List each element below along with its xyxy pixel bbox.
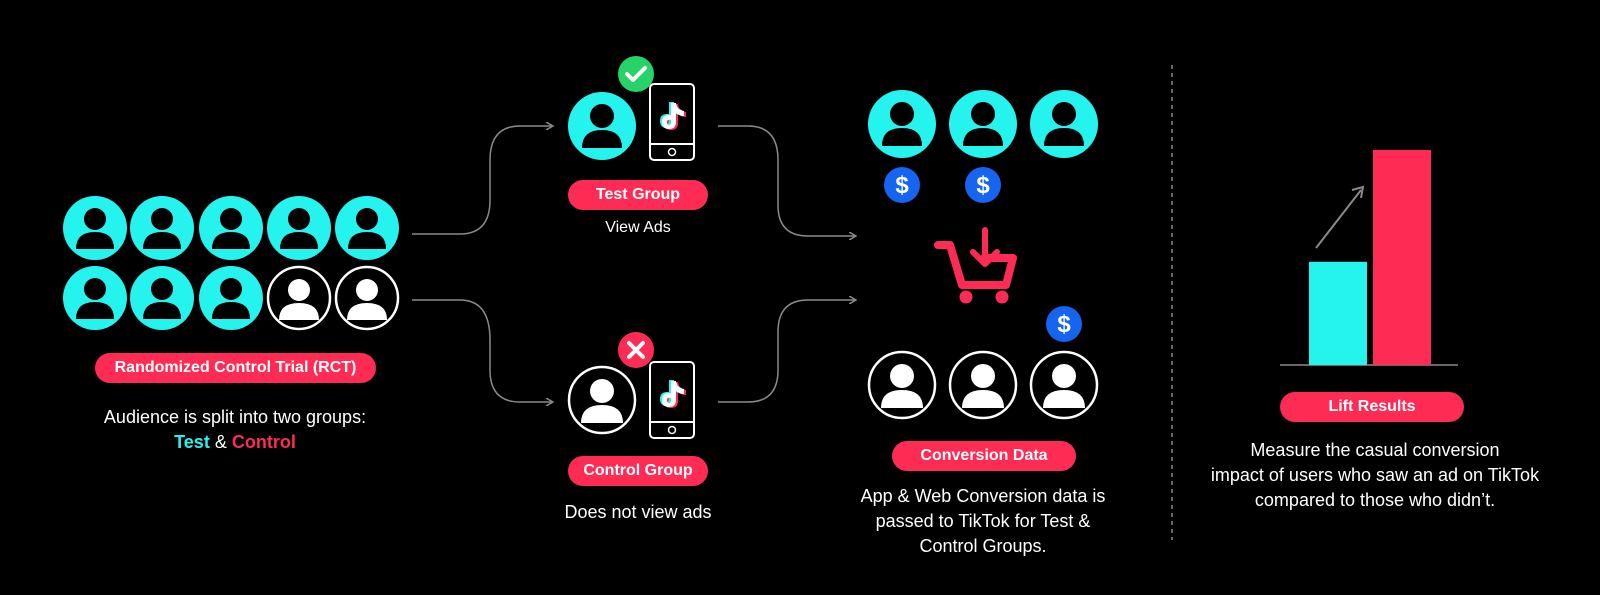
- dollar-icon: [1046, 306, 1082, 342]
- bar-control: [1309, 261, 1367, 365]
- person-cyan-icon: [949, 90, 1017, 158]
- conversion-desc: App & Web Conversion data is passed to T…: [838, 484, 1128, 559]
- arrow-to-control: [412, 299, 552, 402]
- test-group-desc: View Ads: [605, 219, 671, 236]
- dollar-icon: [965, 167, 1001, 203]
- dollar-icon: [884, 167, 920, 203]
- person-cyan-icon: [130, 266, 194, 330]
- rct-groups-line: Test & Control: [60, 430, 410, 455]
- bar-test: [1373, 150, 1431, 365]
- person-cyan-icon: [568, 92, 636, 160]
- person-cyan-icon: [335, 196, 399, 260]
- rct-label: Randomized Control Trial (RCT): [95, 353, 376, 383]
- person-white-icon: [567, 365, 637, 435]
- x-icon: [618, 332, 654, 368]
- lift-desc-line: impact of users who saw an ad on TikTok: [1210, 465, 1540, 485]
- person-white-icon: [266, 265, 332, 331]
- person-white-icon: [867, 350, 937, 420]
- control-word: Control: [231, 432, 296, 452]
- rct-description: Audience is split into two groups: Test …: [60, 405, 410, 455]
- control-group-node: [567, 332, 694, 438]
- conversion-desc-line: passed to TikTok for Test &: [875, 511, 1091, 531]
- shopping-cart-icon: [934, 227, 1017, 304]
- conversion-desc-line: Control Groups.: [919, 536, 1047, 556]
- rct-desc-line: Audience is split into two groups:: [103, 407, 367, 427]
- control-group-desc: Does not view ads: [564, 502, 712, 522]
- person-cyan-icon: [199, 196, 263, 260]
- arrow-to-test: [412, 126, 552, 235]
- flow-arrows: [412, 126, 855, 402]
- test-group-label: Test Group: [568, 180, 708, 210]
- person-cyan-icon: [868, 90, 936, 158]
- test-word: Test: [174, 432, 210, 452]
- person-cyan-icon: [199, 266, 263, 330]
- trend-arrow-icon: [1315, 185, 1365, 249]
- person-cyan-icon: [63, 196, 127, 260]
- check-icon: [618, 56, 654, 92]
- person-cyan-icon: [63, 266, 127, 330]
- person-cyan-icon: [130, 196, 194, 260]
- tiktok-phone-icon: [650, 84, 694, 160]
- lift-desc-line: Measure the casual conversion: [1250, 440, 1500, 460]
- rct-people: [63, 196, 400, 331]
- lift-desc-line: compared to those who didn’t.: [1254, 490, 1496, 510]
- person-white-icon: [948, 350, 1018, 420]
- conversion-desc-line: App & Web Conversion data is: [860, 486, 1106, 506]
- test-group-node: [568, 56, 694, 160]
- tiktok-phone-icon: [650, 362, 694, 438]
- conversion-node: [867, 90, 1099, 420]
- lift-label: Lift Results: [1280, 392, 1464, 422]
- person-white-icon: [334, 265, 400, 331]
- person-white-icon: [1029, 350, 1099, 420]
- ampersand: &: [214, 432, 227, 452]
- control-group-label: Control Group: [568, 456, 708, 486]
- lift-desc: Measure the casual conversion impact of …: [1195, 438, 1555, 513]
- lift-chart: [1280, 150, 1458, 366]
- conversion-label: Conversion Data: [892, 441, 1076, 471]
- person-cyan-icon: [267, 196, 331, 260]
- person-cyan-icon: [1030, 90, 1098, 158]
- arrow-test-to-conversion: [718, 125, 855, 236]
- arrow-control-to-conversion: [718, 300, 855, 403]
